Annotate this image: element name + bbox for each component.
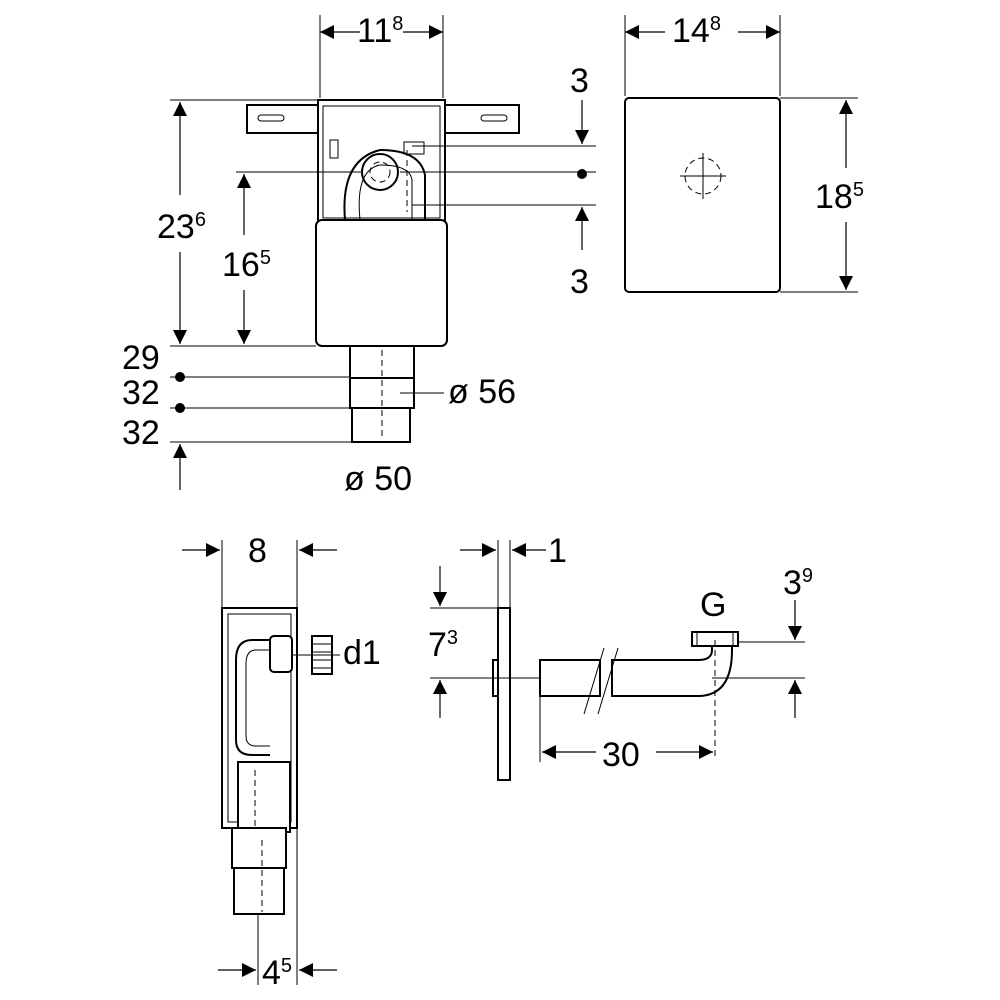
front-view-labels: 118 236 165 3 3 29 32 32 ø 56 ø 50 — [122, 12, 589, 498]
svg-text:148: 148 — [672, 12, 721, 50]
cover-plate-labels: 148 185 — [672, 12, 864, 216]
plate-height-label: 18 — [815, 178, 853, 216]
svg-text:45: 45 — [262, 954, 292, 992]
svg-text:39: 39 — [783, 564, 813, 602]
pipe-view — [430, 540, 805, 781]
box-lower — [315, 219, 448, 347]
stack-29-label: 29 — [122, 339, 160, 377]
svg-text:118: 118 — [357, 12, 403, 50]
diameter-56-label: ø 56 — [448, 373, 516, 411]
plate-width-label: 14 — [672, 12, 710, 50]
offset-bottom-label: 3 — [570, 263, 589, 301]
svg-text:185: 185 — [815, 178, 864, 216]
stack-32b-label: 32 — [122, 414, 160, 452]
side-outlet-pipe — [233, 867, 285, 915]
width-11-label: 11 — [357, 12, 392, 50]
depth-8-label: 8 — [248, 532, 267, 570]
pipe-view-labels: 1 73 30 G 39 — [428, 532, 813, 774]
drain-pipe-right — [611, 641, 733, 697]
cover-plate-view — [624, 15, 858, 293]
pipe-section-3 — [351, 407, 411, 443]
height-16-label: 16 — [222, 246, 260, 284]
front-view — [170, 15, 596, 490]
pipe-length-label: 30 — [602, 736, 640, 774]
plate-thickness-label: 1 — [548, 532, 567, 570]
side-view — [182, 540, 340, 985]
offset-top-label: 3 — [570, 62, 589, 100]
wall-plate — [497, 607, 511, 781]
side-view-labels: 8 d1 45 — [248, 532, 381, 992]
stack-32a-label: 32 — [122, 374, 160, 412]
svg-text:165: 165 — [222, 246, 271, 284]
connector-d1-label: d1 — [343, 634, 381, 672]
thread-g-label: G — [700, 586, 726, 624]
box-upper — [317, 99, 446, 223]
height-7-label: 7 — [428, 626, 447, 664]
svg-text:236: 236 — [157, 208, 206, 246]
pipe-offset-label: 4 — [262, 954, 281, 992]
height-23-label: 23 — [157, 208, 195, 246]
drain-pipe-left — [539, 659, 601, 697]
thread-height-label: 3 — [783, 564, 802, 602]
svg-text:73: 73 — [428, 626, 458, 664]
diameter-50-label: ø 50 — [344, 460, 412, 498]
